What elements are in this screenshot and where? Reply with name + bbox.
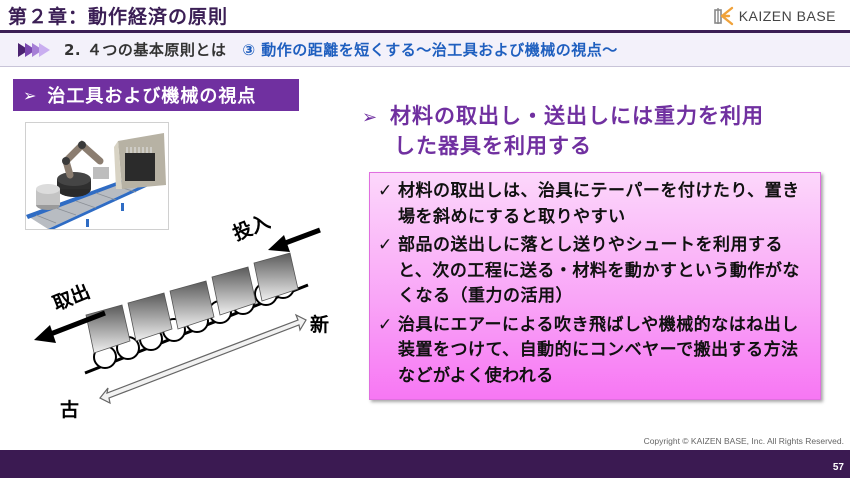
kaizen-base-logo: KAIZEN BASE xyxy=(713,6,836,26)
checkmark-icon: ✓ xyxy=(378,314,393,335)
checkmark-icon: ✓ xyxy=(378,235,393,255)
list-item-text: 治具にエアーによる吹き飛ばしや機械的なはね出し装置をつけて、自動的にコンベヤーで… xyxy=(398,314,799,386)
list-item: ✓ 部品の送出しに落とし送りやシュートを利用すると、次の工程に送る・材料を動かす… xyxy=(378,233,810,310)
label-old: 古 xyxy=(60,399,80,421)
section-label: ➢ 治工具および機械の視点 xyxy=(13,79,299,111)
footer-bar: 57 xyxy=(0,450,850,478)
chevron-right-icon: ➢ xyxy=(23,85,38,105)
page-number: 57 xyxy=(832,462,844,473)
subheader-topic: ③ 動作の距離を短くする〜治工具および機械の視点〜 xyxy=(242,41,618,59)
info-box: ✓ 材料の取出しは、治具にテーパーを付けたり、置き場を斜めにすると取りやすい ✓… xyxy=(369,172,821,400)
logo-text: KAIZEN BASE xyxy=(738,8,836,24)
main-heading: ➢ 材料の取出し・送出しには重力を利用 した器具を利用する xyxy=(362,102,842,160)
section-label-text: 治工具および機械の視点 xyxy=(47,86,257,107)
label-new: 新 xyxy=(310,314,330,336)
kaizen-logo-icon xyxy=(713,6,733,26)
checkmark-icon: ✓ xyxy=(378,181,393,201)
gravity-chute-diagram: 投入 取出 新 古 xyxy=(10,205,355,425)
list-item: ✓ 治具にエアーによる吹き飛ばしや機械的なはね出し装置をつけて、自動的にコンベヤ… xyxy=(378,313,810,390)
heading-line-2: した器具を利用する xyxy=(394,134,592,158)
heading-line-1: 材料の取出し・送出しには重力を利用 xyxy=(390,104,764,128)
list-item-text: 材料の取出しは、治具にテーパーを付けたり、置き場を斜めにすると取りやすい xyxy=(398,181,800,227)
robot-conveyor-image xyxy=(25,122,169,230)
triple-arrow-icon xyxy=(18,42,50,57)
subheader-bar: 2. ４つの基本原則とは ③ 動作の距離を短くする〜治工具および機械の視点〜 xyxy=(0,33,850,67)
copyright-text: Copyright © KAIZEN BASE, Inc. All Rights… xyxy=(643,436,844,446)
list-item: ✓ 材料の取出しは、治具にテーパーを付けたり、置き場を斜めにすると取りやすい xyxy=(378,179,810,230)
chevron-right-icon: ➢ xyxy=(362,107,379,128)
chapter-title: 第２章：動作経済の原則 xyxy=(8,6,229,28)
header-rule xyxy=(0,30,850,33)
list-item-text: 部品の送出しに落とし送りやシュートを利用すると、次の工程に送る・材料を動かすとい… xyxy=(398,235,800,306)
subheader-prefix: 2. ４つの基本原則とは xyxy=(64,41,227,59)
